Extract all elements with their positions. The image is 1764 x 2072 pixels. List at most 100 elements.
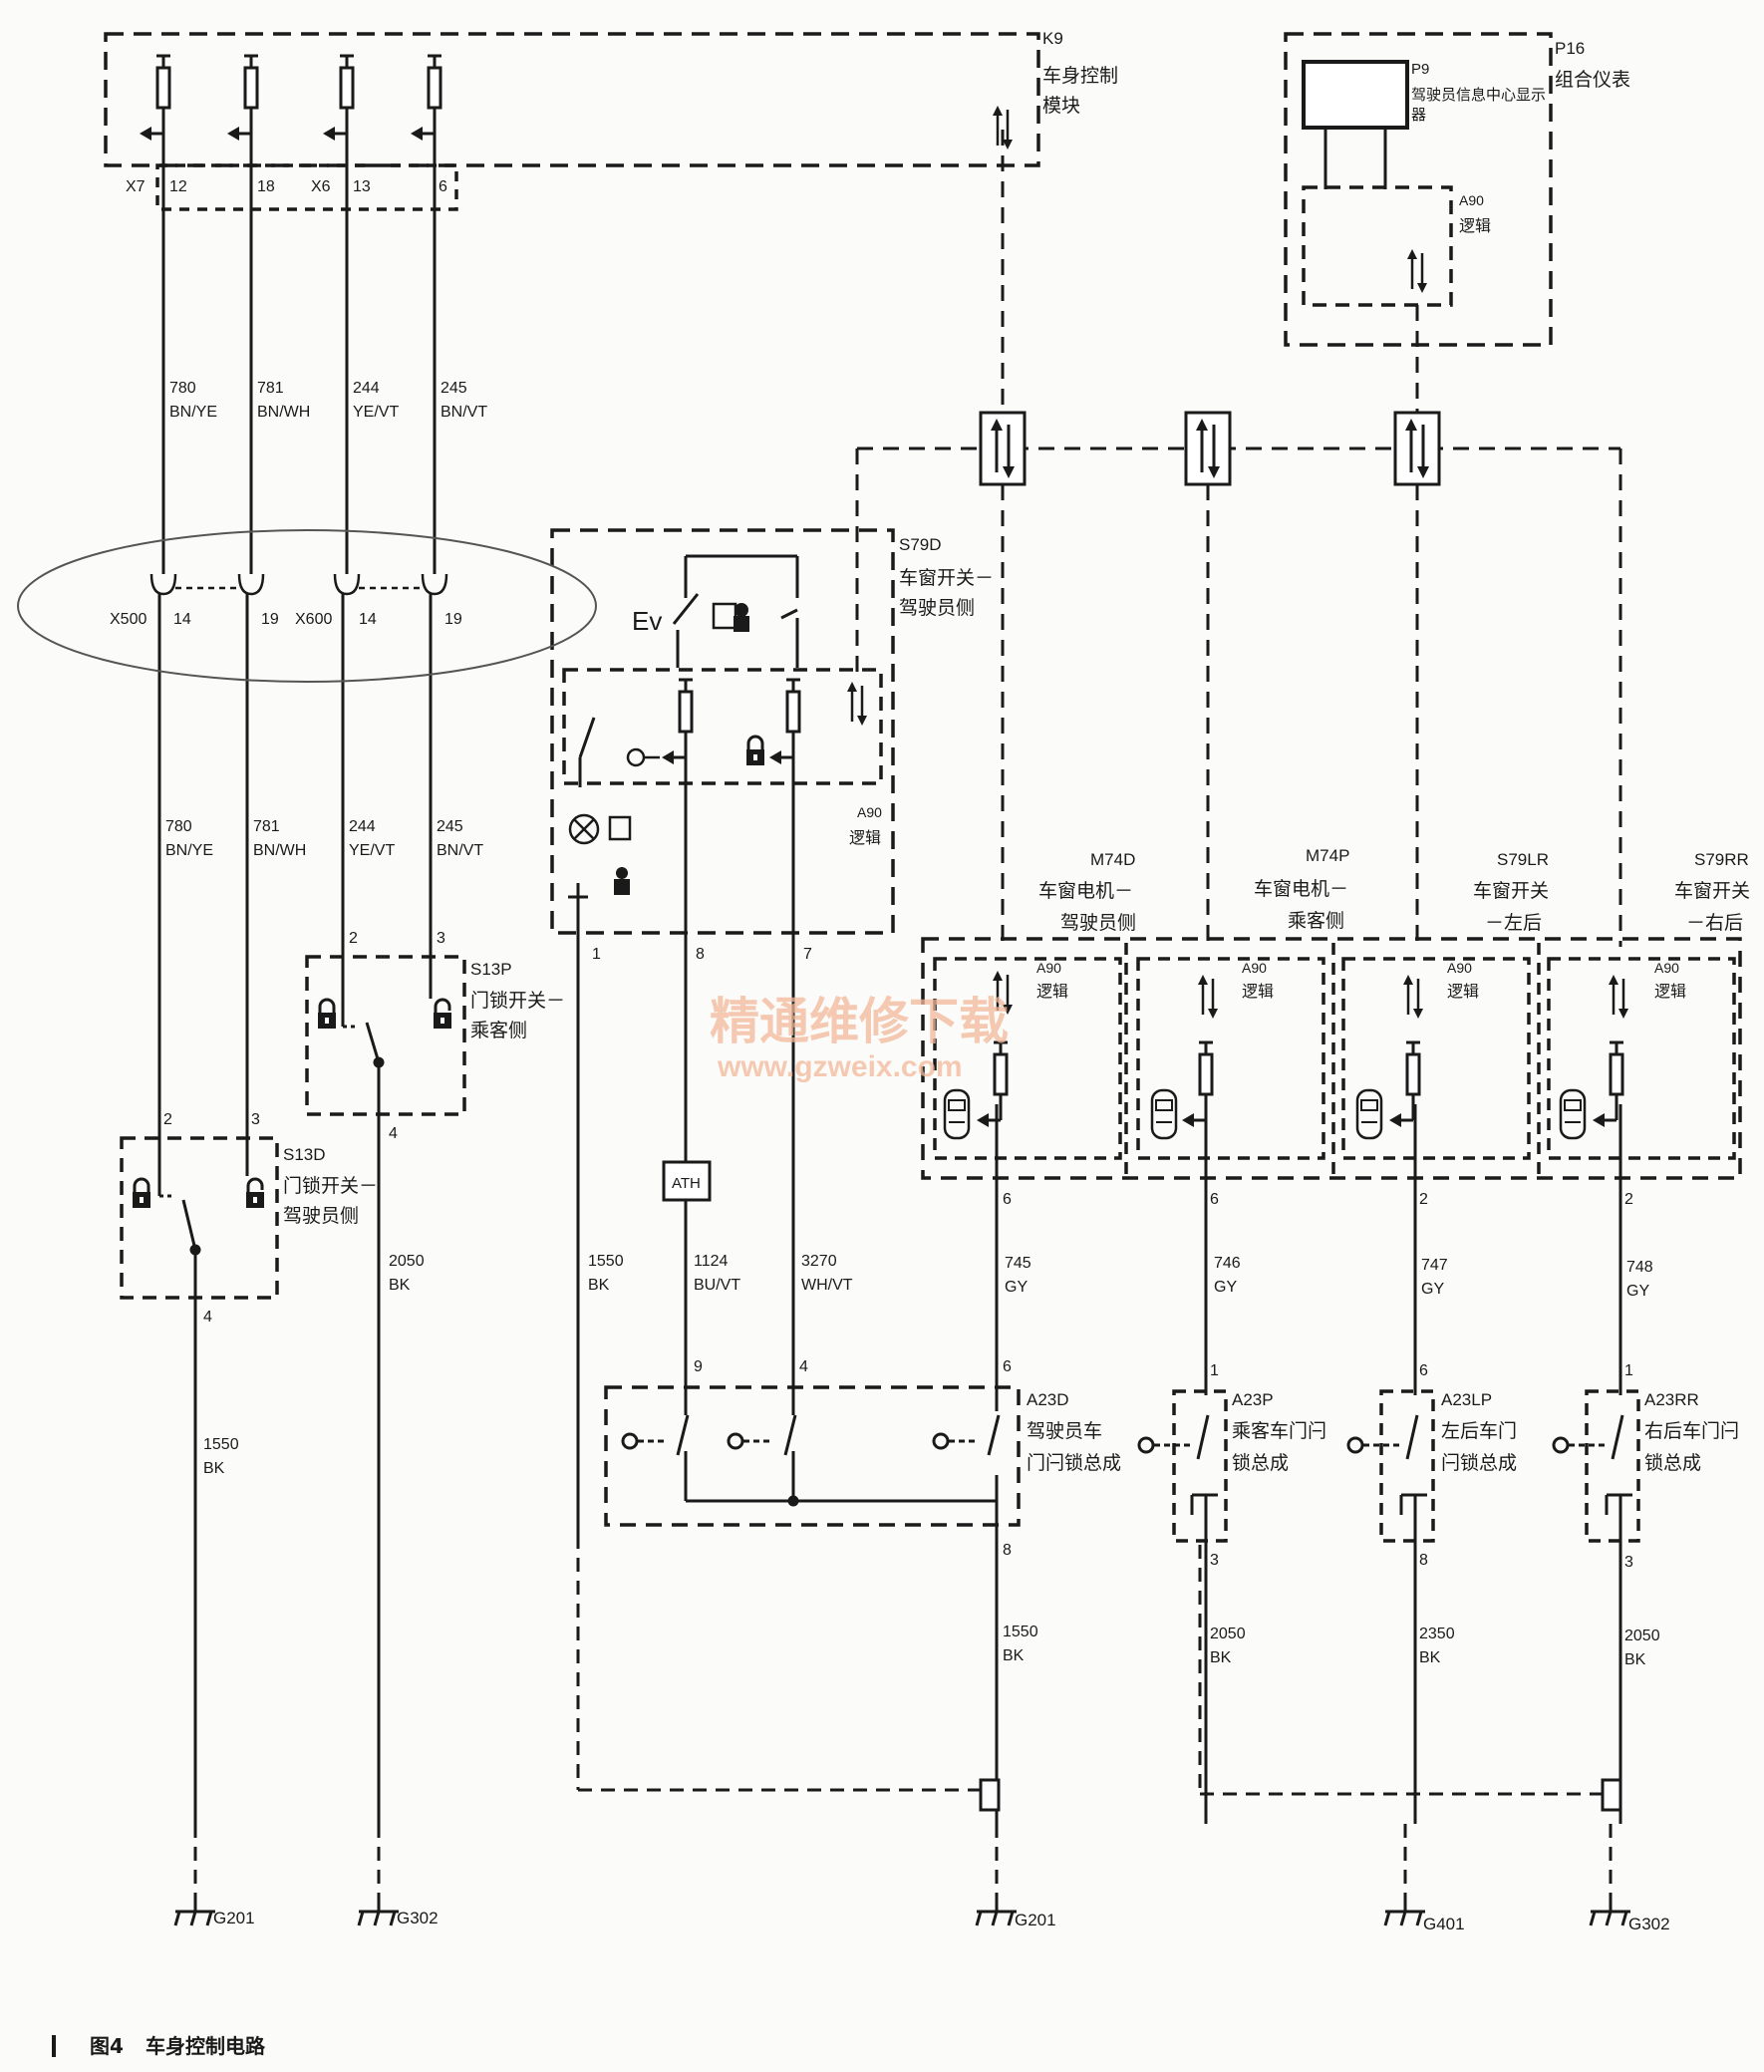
s79lr-name-1: 车窗开关: [1473, 880, 1549, 902]
s13d-unlock-icon: [244, 1177, 266, 1210]
x600-pin-19: 19: [444, 611, 462, 628]
m74p-logic-id: A90: [1242, 960, 1267, 976]
wire-780-mid-num: 780: [165, 818, 192, 835]
a23d-pin-6: 6: [1003, 1358, 1012, 1375]
p9-name-1: 驾驶员信息中心显示: [1411, 86, 1546, 104]
a23rr-name-1: 右后车门闩: [1644, 1420, 1739, 1442]
a23d-id: A23D: [1027, 1390, 1069, 1409]
a23p-name-1: 乘客车门闩: [1232, 1420, 1326, 1442]
p16-logic-id: A90: [1459, 192, 1484, 208]
splice-highlight-ellipse: [17, 529, 597, 683]
wire-244-top-color: YE/VT: [353, 404, 399, 421]
wire-781-mid-num: 781: [253, 818, 280, 835]
a23d-name-1: 驾驶员车: [1027, 1420, 1102, 1442]
window-motor-row-box: [921, 937, 1742, 1180]
s79lr-logic-id: A90: [1447, 960, 1472, 976]
p9-name-2: 器: [1411, 106, 1426, 124]
a23lp-name-2: 闩锁总成: [1441, 1452, 1517, 1474]
wire-244-mid-color: YE/VT: [349, 842, 395, 859]
s79lr-logic-name: 逻辑: [1447, 982, 1479, 1001]
k9-connector-box: [155, 163, 458, 211]
watermark-url: www.gzweix.com: [717, 1050, 963, 1083]
s13p-name-2: 乘客侧: [470, 1020, 527, 1041]
wire-2050-a23rr-num: 2050: [1624, 1628, 1660, 1644]
s13p-pin-3: 3: [437, 930, 445, 947]
m74d-name-2: 驾驶员侧: [1060, 912, 1136, 934]
a23d-switches: [621, 1414, 1001, 1507]
m74p-fuse-icon: [1180, 1040, 1215, 1129]
a23lp-pin-6: 6: [1419, 1362, 1428, 1379]
x500-pin-14: 14: [173, 611, 191, 628]
x6-pin-6: 6: [439, 178, 447, 195]
wire-245-mid-num: 245: [437, 818, 463, 835]
wire-781-top-color: BN/WH: [257, 404, 310, 421]
m74p-logic-box: [1136, 957, 1325, 1160]
wire-1550-a23d-color: BK: [1003, 1647, 1025, 1664]
wire-3270-color: WH/VT: [801, 1277, 853, 1294]
m74p-logic-name: 逻辑: [1242, 982, 1274, 1001]
s79d-logic-name: 逻辑: [849, 828, 881, 847]
s79rr-id: S79RR: [1694, 850, 1749, 869]
child-lock-icon: [735, 603, 748, 617]
s79rr-logic-name: 逻辑: [1654, 982, 1686, 1001]
gateway-icon-1: [979, 411, 1027, 486]
a23rr-pin-1: 1: [1624, 1362, 1633, 1379]
ath-label: ATH: [672, 1175, 701, 1192]
x6-pin-13: 13: [353, 178, 371, 195]
ground-lines: [193, 1824, 1613, 1894]
s79d-name-2: 驾驶员侧: [899, 597, 975, 619]
wire-1550-a23d-num: 1550: [1003, 1624, 1038, 1640]
s79rr-bus-arrows-icon: [1607, 973, 1630, 1021]
m74p-pin-6: 6: [1210, 1191, 1219, 1208]
splice-box-g201: [979, 1778, 1001, 1812]
a23lp-id: A23LP: [1441, 1390, 1492, 1409]
s79d-name-1: 车窗开关－: [899, 567, 994, 589]
s79rr-fuse-icon: [1591, 1040, 1625, 1129]
a23d-pin-4: 4: [799, 1358, 808, 1375]
s13d-switch-box: [120, 1136, 279, 1300]
p9-id: P9: [1411, 61, 1429, 78]
x6-label: X6: [311, 178, 331, 195]
wire-2050-a23p-color: BK: [1210, 1649, 1232, 1666]
module-labels: K9 车身控制 模块 P16 组合仪表 P9 驾驶员信息中心显示 器 A90 逻…: [283, 29, 1750, 1474]
gateway-icon-2: [1184, 411, 1232, 486]
s79d-internals: [568, 554, 799, 899]
s79d-pin-1: 1: [592, 946, 601, 963]
k9-name-2: 模块: [1042, 95, 1080, 117]
x600-label: X600: [295, 611, 332, 628]
main-harness-wires: [157, 134, 1622, 1824]
wire-2050-a23rr-color: BK: [1624, 1651, 1646, 1668]
m74p-name-2: 乘客侧: [1288, 910, 1344, 932]
s79d-module-box: [550, 528, 895, 935]
x7-pin-18: 18: [257, 178, 275, 195]
wire-780-top-color: BN/YE: [169, 404, 217, 421]
m74d-car-icon: [943, 1088, 971, 1140]
p9-display: [1302, 60, 1409, 189]
a23p-box: [1172, 1389, 1228, 1543]
wire-244-top-num: 244: [353, 380, 380, 397]
s79d-pin-8: 8: [696, 946, 705, 963]
p16-logic-box: [1302, 185, 1453, 307]
m74p-id: M74P: [1306, 846, 1349, 865]
p16-id: P16: [1555, 39, 1585, 58]
k9-fuse-2-icon: [225, 54, 260, 143]
m74d-fuse-icon: [975, 1040, 1010, 1129]
s79rr-logic-id: A90: [1654, 960, 1679, 976]
gateway-icon-3: [1393, 411, 1441, 486]
wire-2350-a23lp-color: BK: [1419, 1649, 1441, 1666]
s79d-id: S79D: [899, 535, 942, 554]
p16-name: 组合仪表: [1555, 69, 1630, 91]
ev-label: Ev: [632, 606, 662, 636]
a23d-pin-8: 8: [1003, 1542, 1012, 1559]
k9-fuse-1-icon: [138, 54, 172, 143]
a23rr-id: A23RR: [1644, 1390, 1699, 1409]
m74d-logic-id: A90: [1036, 960, 1061, 976]
s13d-pin-3: 3: [251, 1111, 260, 1128]
wire-3270-num: 3270: [801, 1253, 837, 1270]
wire-1550-s79d-color: BK: [588, 1277, 610, 1294]
s79lr-name-2: －左后: [1485, 912, 1542, 934]
ground-g201b-icon: [975, 1892, 1019, 1927]
a23lp-pin-8: 8: [1419, 1552, 1428, 1569]
s13d-switch: [157, 1146, 249, 1256]
